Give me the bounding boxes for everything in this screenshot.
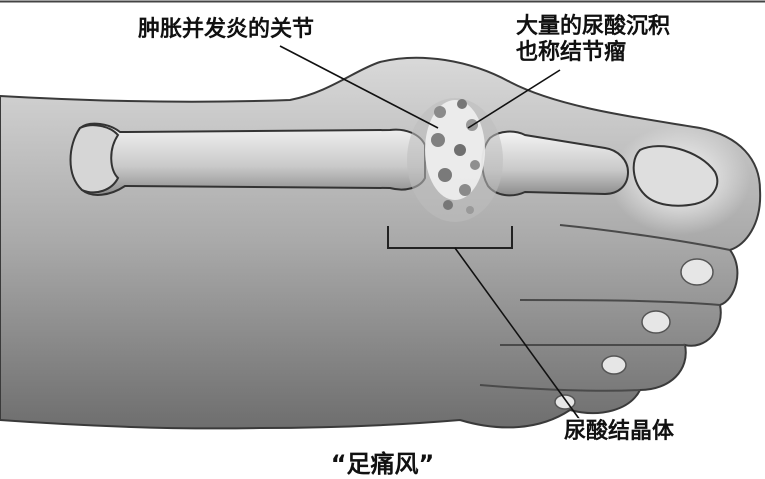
uric-acid-deposit (407, 98, 503, 222)
label-uric-acid-deposit-line2: 也称结节瘤 (516, 40, 670, 66)
toenail-3 (642, 311, 670, 333)
label-uric-acid-deposit: 大量的尿酸沉积 也称结节瘤 (514, 14, 672, 66)
metatarsal-bone (73, 124, 425, 195)
figure-caption: “足痛风” (0, 444, 765, 479)
toenail-2 (681, 259, 713, 285)
metatarsal-base (71, 125, 119, 192)
toenail-4 (602, 356, 626, 374)
label-uric-acid-deposit-line1: 大量的尿酸沉积 (516, 14, 670, 40)
label-inflamed-joint: 肿胀并发炎的关节 (136, 16, 316, 44)
toenail-5 (555, 395, 575, 409)
label-urate-crystals: 尿酸结晶体 (562, 418, 676, 446)
foot-outline (0, 58, 760, 429)
